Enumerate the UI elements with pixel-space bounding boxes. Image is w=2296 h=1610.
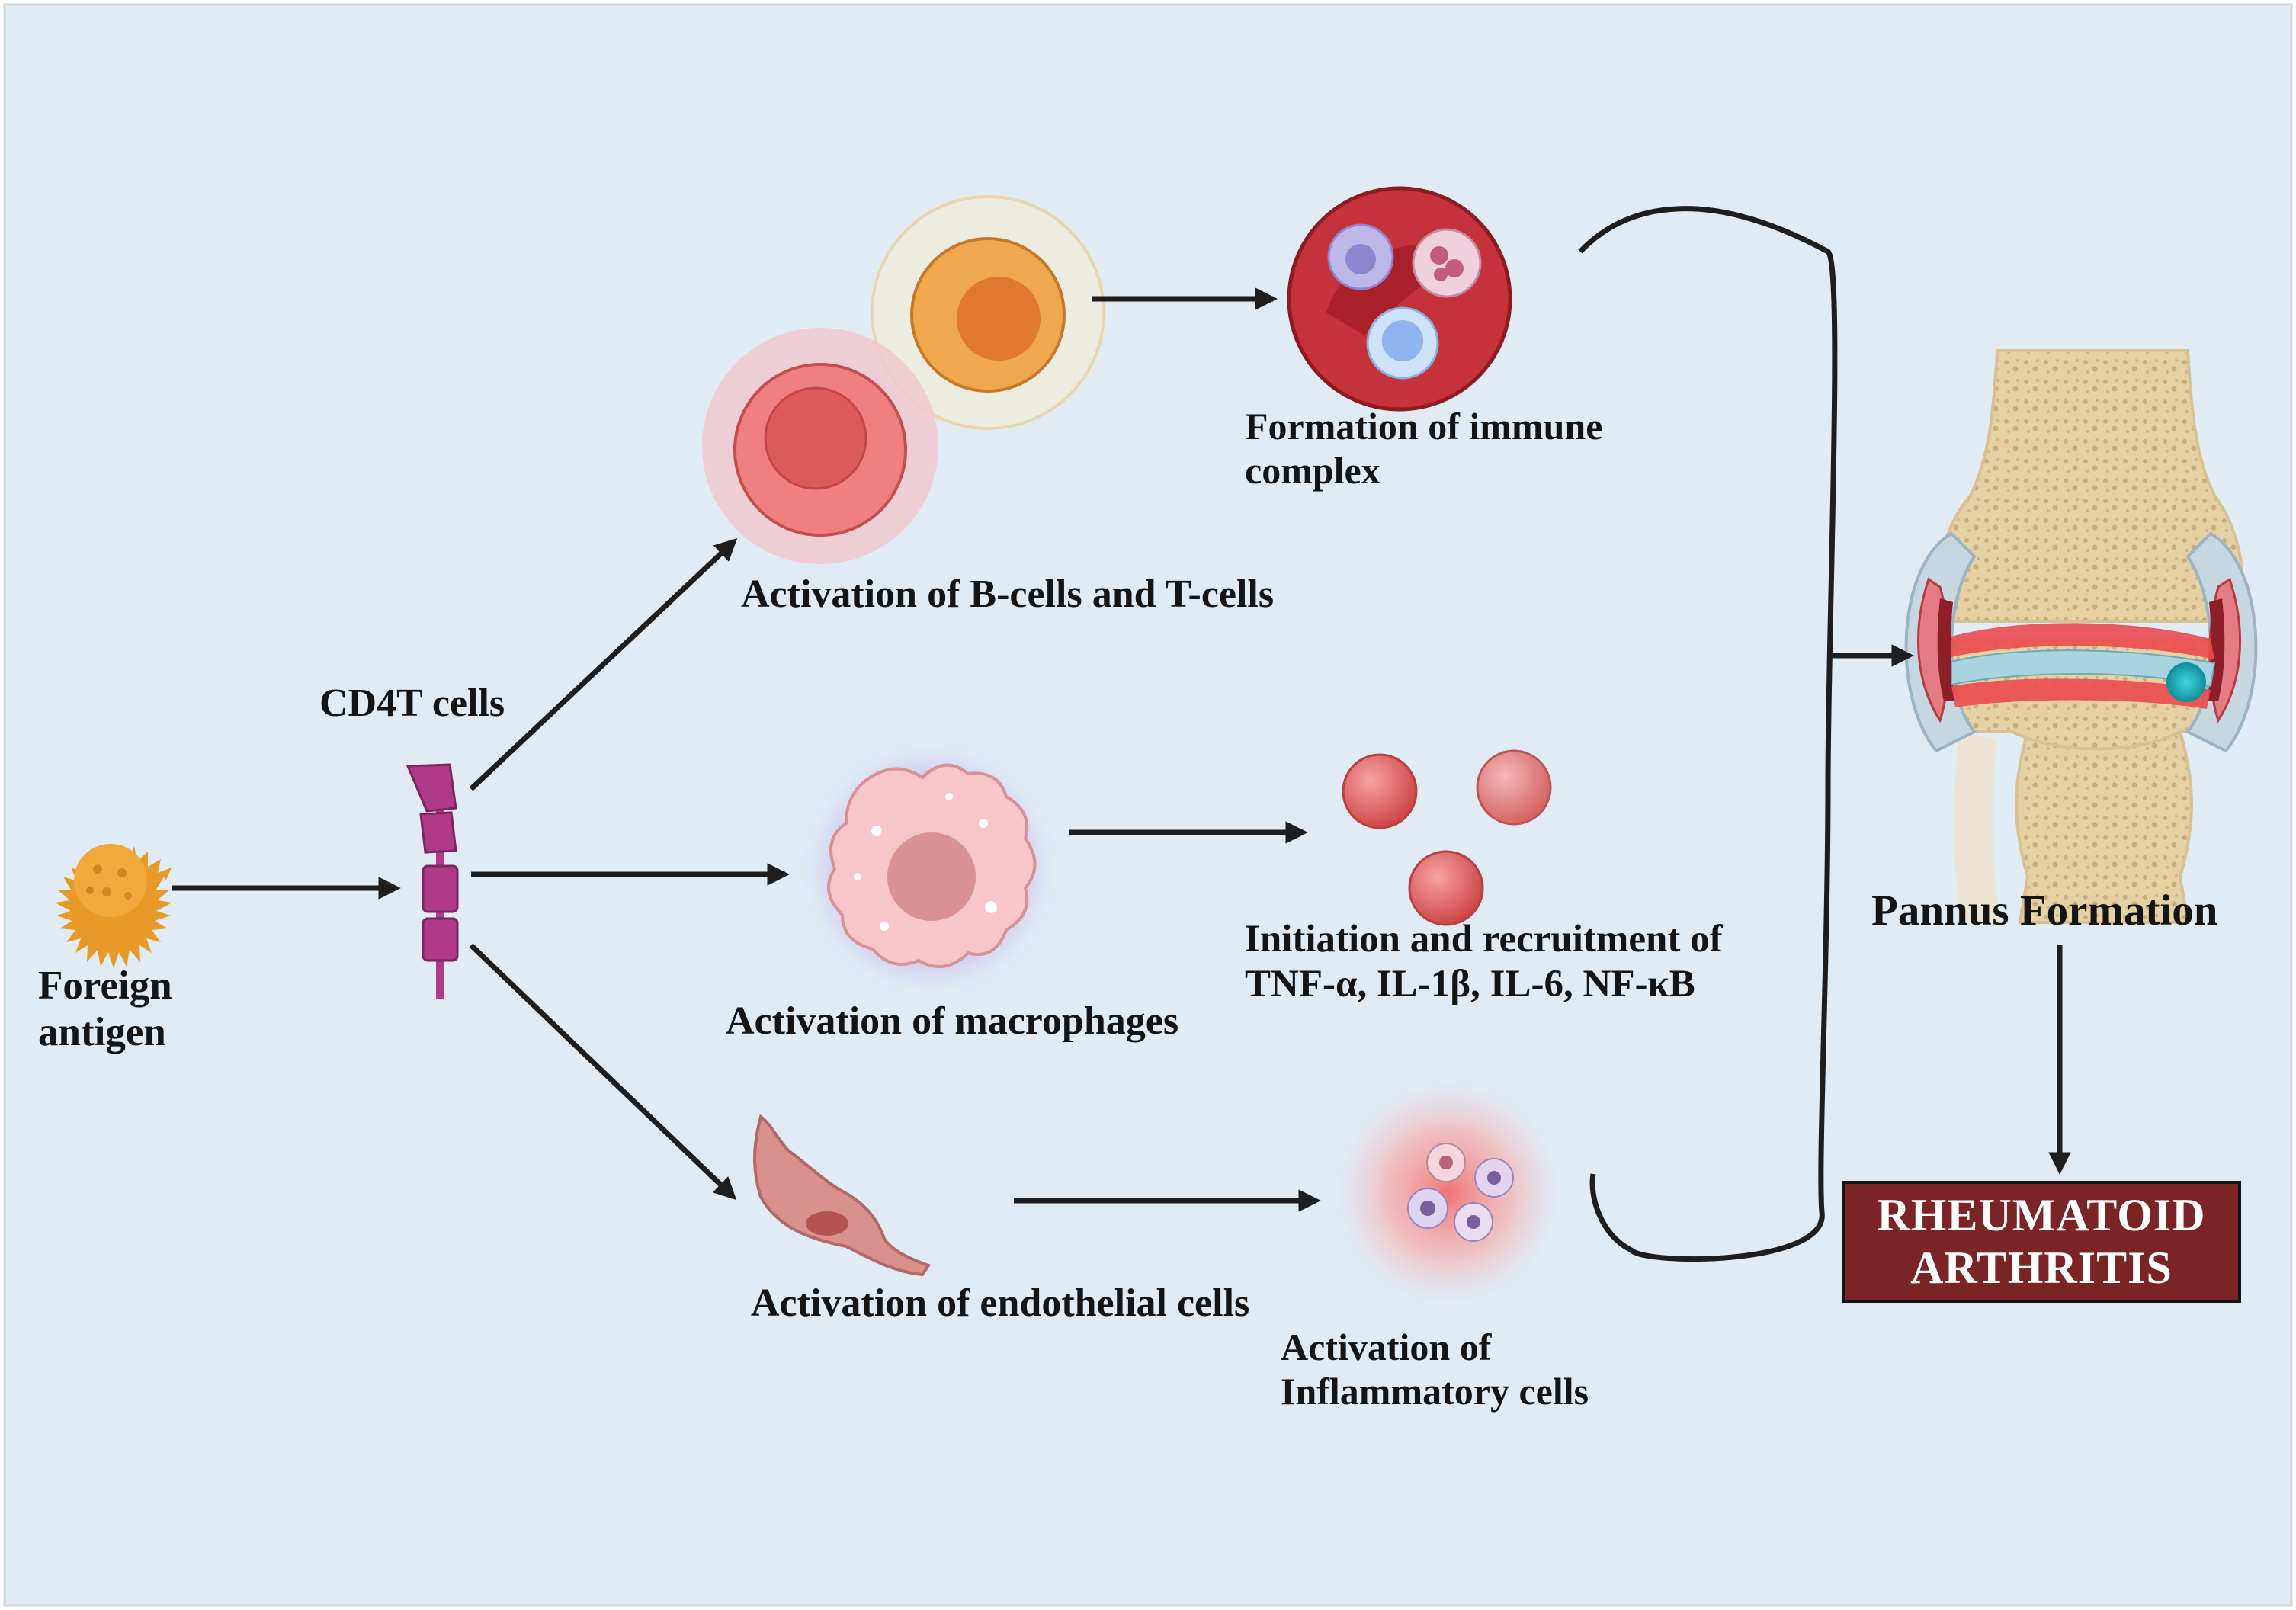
antigen-icon	[55, 844, 172, 968]
cd4-receptor-icon	[406, 763, 459, 999]
label-macrophages: Activation of macrophages	[726, 999, 1179, 1043]
ra-line-2: ARTHRITIS	[1910, 1243, 2173, 1293]
ra-line-1: RHEUMATOID	[1877, 1190, 2206, 1240]
label-cytokines: Initiation and recruitment of TNF-α, IL-…	[1245, 918, 1723, 1006]
label-bt-cells: Activation of B-cells and T-cells	[741, 572, 1275, 616]
label-endothelial: Activation of endothelial cells	[751, 1281, 1250, 1325]
label-foreign-antigen: Foreign antigen	[38, 964, 172, 1055]
ra-box: RHEUMATOID ARTHRITIS	[1842, 1181, 2241, 1303]
macrophage-icon	[797, 736, 1063, 1002]
arrow-cd4-to-endothelial	[469, 943, 737, 1201]
arrow-cd4-to-bt-cells	[469, 537, 738, 791]
label-immune-complex: Formation of immune complex	[1245, 405, 1603, 492]
b-cell-icon	[702, 328, 938, 564]
label-cd4t-cells: CD4T cells	[319, 682, 505, 725]
t-cell-icon	[870, 194, 1106, 431]
background	[3, 3, 2293, 1607]
label-inflammatory: Activation of Inflammatory cells	[1281, 1326, 1589, 1413]
arrows	[172, 206, 2071, 1262]
immune-complex-icon	[1287, 186, 1512, 412]
cytokine-icon	[1342, 749, 1552, 926]
bracket-connector	[1578, 206, 1838, 1262]
endothelial-cell-icon	[753, 1114, 932, 1277]
knee-joint-icon	[1904, 349, 2258, 924]
label-pannus-formation: Pannus Formation	[1871, 887, 2218, 935]
inflammatory-cells-icon	[1326, 1071, 1570, 1315]
